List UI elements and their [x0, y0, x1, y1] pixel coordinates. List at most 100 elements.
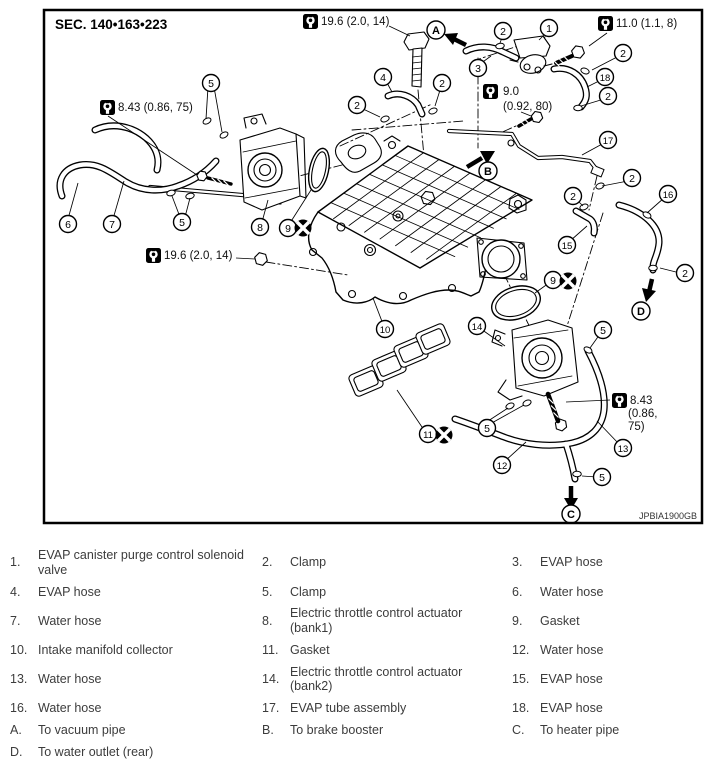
legend-item-number: 3.: [512, 555, 523, 570]
svg-text:B: B: [484, 166, 492, 178]
svg-text:6: 6: [65, 219, 71, 231]
letter-D: D: [631, 301, 651, 321]
torque-value: 75): [628, 421, 645, 433]
callout-4: 4: [373, 67, 393, 87]
legend-item-label: Water hose: [540, 584, 604, 599]
svg-text:D: D: [637, 306, 645, 318]
legend-item-number: 6.: [512, 584, 523, 599]
callout-2: 2: [675, 263, 695, 283]
svg-text:C: C: [567, 509, 575, 521]
gasket-9-right: [491, 285, 541, 321]
legend: 1.EVAP canister purge control solenoid v…: [0, 540, 722, 759]
legend-item-label: Electric throttle control actuator (bank…: [290, 606, 463, 635]
torque-wrench-icon: [100, 100, 115, 115]
svg-text:5: 5: [599, 472, 605, 484]
legend-item-number: 8.: [262, 613, 273, 628]
torque-19-6-mid: 19.6 (2.0, 14): [146, 248, 256, 263]
legend-item-B: B.To brake booster: [262, 723, 512, 738]
callout-12: 12: [492, 455, 512, 475]
legend-item-number: D.: [10, 744, 23, 759]
callout-9: 9: [543, 270, 563, 290]
purge-solenoid-valve: [509, 35, 553, 74]
svg-text:2: 2: [500, 26, 506, 38]
legend-item-4: 4. EVAP hose: [10, 585, 262, 600]
callout-2: 2: [432, 73, 452, 93]
svg-text:10: 10: [380, 325, 391, 336]
svg-text:5: 5: [484, 423, 490, 435]
torque-wrench-icon: [483, 84, 498, 99]
clamp-symbol: [648, 264, 658, 272]
legend-item-label: To water outlet (rear): [38, 744, 154, 759]
callout-8: 8: [250, 217, 270, 237]
clamp-symbol: [522, 399, 532, 407]
callout-3: 3: [468, 58, 488, 78]
clamp-symbol: [579, 203, 589, 211]
svg-text:7: 7: [109, 219, 115, 231]
legend-item-number: 4.: [10, 584, 21, 599]
callout-2: 2: [613, 43, 633, 63]
legend-item-label: To vacuum pipe: [38, 722, 126, 737]
legend-item-label: Intake manifold collector: [38, 642, 173, 657]
clamp-symbol: [428, 107, 438, 115]
callout-17: 17: [598, 130, 618, 150]
svg-text:17: 17: [603, 136, 614, 147]
legend-item-number: 15.: [512, 671, 530, 686]
legend-item-1: 1.EVAP canister purge control solenoid v…: [10, 548, 262, 578]
svg-text:9: 9: [550, 275, 556, 287]
legend-item-number: 18.: [512, 701, 530, 715]
torque-wrench-icon: [146, 248, 161, 263]
callout-2: 2: [493, 21, 513, 41]
legend-item-label: EVAP hose: [38, 584, 101, 599]
legend-item-number: 7.: [10, 613, 21, 628]
svg-text:2: 2: [620, 48, 626, 60]
legend-item-label: Clamp: [290, 584, 327, 599]
legend-item-number: B.: [262, 722, 274, 737]
legend-item-number: 16.: [10, 701, 28, 715]
legend-item-number: 12.: [512, 642, 530, 657]
svg-text:A: A: [432, 25, 440, 37]
parts-diagram: 19.6 (2.0, 14)11.0 (1.1, 8)9.0(0.92, 80)…: [42, 8, 704, 525]
svg-text:2: 2: [605, 91, 611, 103]
water-hose-7: [91, 122, 162, 174]
legend-item-number: 13.: [10, 671, 28, 686]
legend-item-number: 14.: [262, 671, 280, 686]
evap-hose-18: [550, 64, 590, 111]
clamp-symbol: [642, 211, 652, 219]
legend-item-label: Gasket: [540, 613, 580, 628]
torque-value: 8.43: [630, 395, 652, 407]
callout-5: 5: [201, 73, 221, 93]
legend-item-15: 15.EVAP hose: [512, 672, 712, 687]
clamp-symbol: [219, 131, 229, 139]
non-reusable-icon: [435, 426, 453, 444]
intake-manifold-collector: [307, 132, 533, 305]
legend-item-label: Water hose: [38, 701, 102, 715]
legend-item-8: 8. Electric throttle control actuator (ba…: [262, 606, 512, 636]
legend-item-3: 3.EVAP hose: [512, 555, 712, 570]
torque-value: 19.6 (2.0, 14): [164, 250, 233, 262]
legend-item-6: 6. Water hose: [512, 585, 712, 600]
svg-text:4: 4: [380, 72, 386, 84]
callout-7: 7: [102, 214, 122, 234]
callout-11: 11: [418, 424, 438, 444]
torque-wrench-icon: [598, 16, 613, 31]
legend-item-label: To heater pipe: [540, 722, 620, 737]
clamp-symbol: [166, 189, 176, 197]
clamp-symbol: [572, 470, 582, 478]
callout-15: 15: [557, 235, 577, 255]
legend-item-10: 10.Intake manifold collector: [10, 643, 262, 658]
legend-item-D: D. To water outlet (rear): [10, 745, 262, 760]
svg-text:16: 16: [663, 190, 674, 201]
direction-arrows: [444, 33, 656, 510]
legend-item-label: Water hose: [38, 671, 102, 686]
callout-13: 13: [613, 438, 633, 458]
torque-value: 9.0: [503, 86, 519, 98]
callout-9: 9: [278, 218, 298, 238]
svg-text:2: 2: [354, 100, 360, 112]
torque-wrench-icon: [612, 393, 627, 408]
callout-1: 1: [539, 18, 559, 38]
svg-text:2: 2: [682, 268, 688, 280]
torque-19-6-top: 19.6 (2.0, 14): [303, 14, 411, 37]
clamp-symbol: [580, 67, 590, 75]
legend-item-number: 1.: [10, 555, 21, 570]
